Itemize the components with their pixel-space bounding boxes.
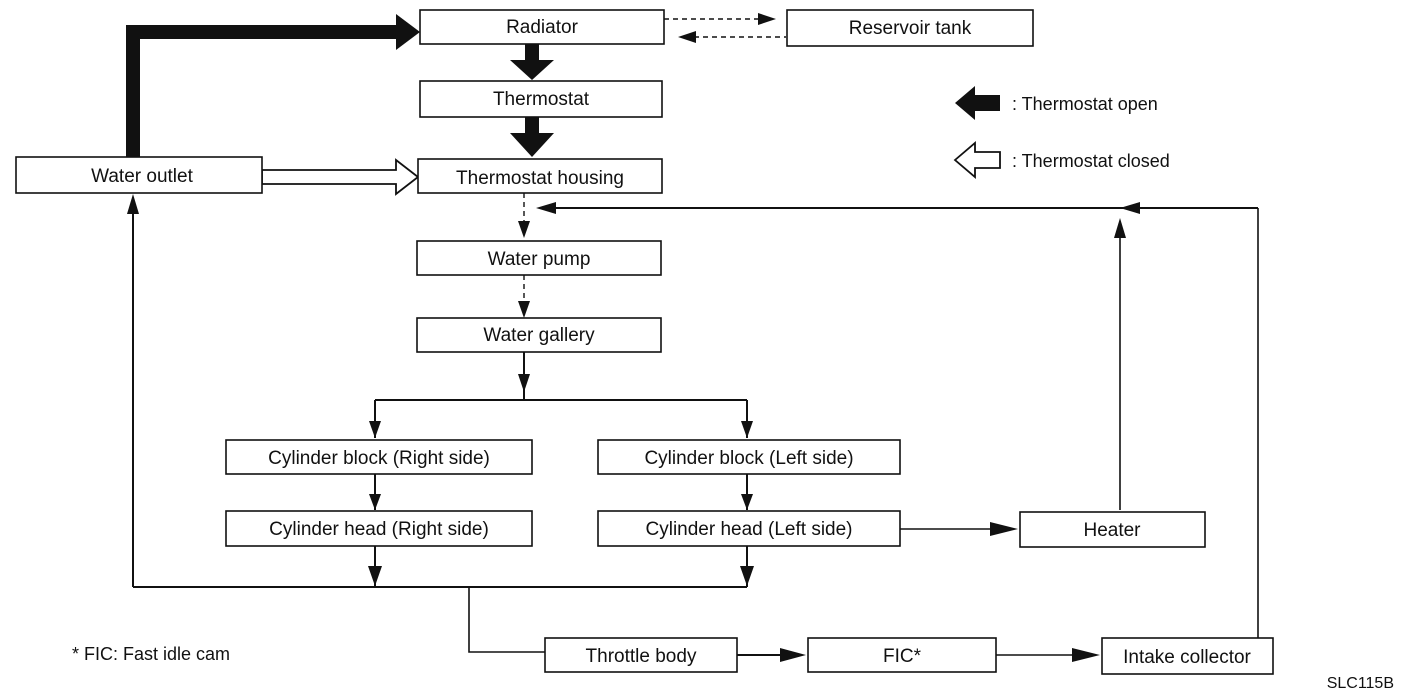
water-outlet-box: Water outlet	[15, 156, 263, 194]
legend-closed-label: : Thermostat closed	[1012, 151, 1170, 171]
heater-label: Heater	[1083, 520, 1141, 541]
water-pump-label: Water pump	[488, 249, 591, 270]
housing-to-pump-flow	[518, 193, 530, 238]
fic-label: FIC*	[883, 646, 922, 667]
footnote: * FIC: Fast idle cam	[72, 644, 230, 664]
heater-box: Heater	[1019, 511, 1206, 548]
throttle-chain-flow	[737, 648, 1100, 662]
outlet-to-radiator-open-flow	[126, 14, 420, 160]
radiator-to-thermostat-open-flow	[510, 44, 554, 80]
thermostat-housing-box: Thermostat housing	[417, 158, 663, 194]
cylinder-block-right-label: Cylinder block (Right side)	[268, 448, 490, 469]
head-to-heater-flow	[900, 522, 1018, 536]
return-to-throttle-flow	[468, 587, 545, 653]
cylinder-head-right-box: Cylinder head (Right side)	[225, 510, 533, 547]
heads-return-flow	[127, 194, 754, 588]
block-to-head-flow	[369, 474, 753, 510]
radiator-label: Radiator	[506, 17, 578, 38]
water-outlet-label: Water outlet	[91, 166, 193, 187]
water-pump-box: Water pump	[416, 240, 662, 276]
hollow-arrow-icon	[953, 141, 1001, 179]
outlet-to-housing-closed-flow	[261, 158, 420, 196]
throttle-body-box: Throttle body	[544, 637, 738, 673]
intake-collector-label: Intake collector	[1123, 647, 1251, 668]
intake-collector-box: Intake collector	[1101, 637, 1274, 675]
throttle-body-label: Throttle body	[586, 646, 697, 667]
cylinder-head-left-label: Cylinder head (Left side)	[646, 519, 853, 540]
thermostat-label: Thermostat	[493, 89, 590, 110]
heater-return-flow	[536, 202, 1258, 510]
cylinder-block-left-label: Cylinder block (Left side)	[644, 448, 853, 469]
radiator-box: Radiator	[419, 9, 665, 45]
water-gallery-box: Water gallery	[416, 317, 662, 353]
fic-box: FIC*	[807, 637, 997, 673]
solid-arrow-icon	[955, 86, 1000, 120]
cylinder-block-left-box: Cylinder block (Left side)	[597, 439, 901, 475]
thermostat-box: Thermostat	[419, 80, 663, 118]
water-gallery-label: Water gallery	[483, 325, 595, 346]
thermostat-to-housing-open-flow	[510, 117, 554, 157]
cylinder-block-right-box: Cylinder block (Right side)	[225, 439, 533, 475]
reservoir-tank-box: Reservoir tank	[786, 9, 1034, 47]
figure-code: SLC115B	[1327, 675, 1394, 692]
legend: : Thermostat open : Thermostat closed	[953, 86, 1170, 179]
pump-to-gallery-flow	[518, 275, 530, 318]
legend-open-label: : Thermostat open	[1012, 94, 1158, 114]
cylinder-head-left-box: Cylinder head (Left side)	[597, 510, 901, 547]
cylinder-head-right-label: Cylinder head (Right side)	[269, 519, 489, 540]
gallery-split-flow	[369, 352, 753, 438]
thermostat-housing-label: Thermostat housing	[456, 168, 624, 189]
radiator-reservoir-link	[664, 13, 786, 43]
reservoir-tank-label: Reservoir tank	[849, 18, 972, 39]
